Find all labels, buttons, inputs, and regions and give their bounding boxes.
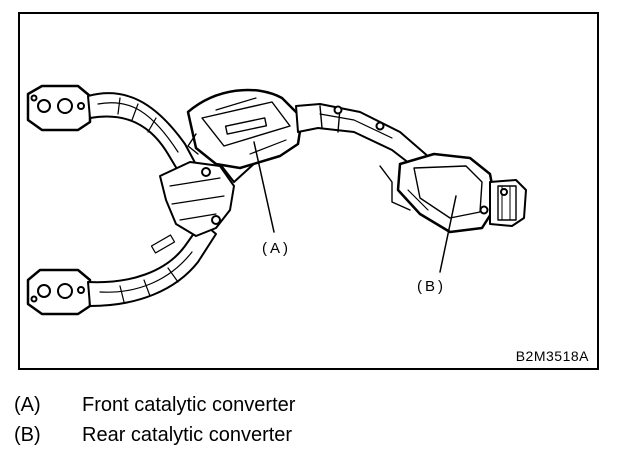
upper-exhaust-flange bbox=[26, 84, 92, 132]
callout-a-leader bbox=[253, 141, 275, 233]
lower-exhaust-flange bbox=[26, 268, 92, 316]
lower-manifold-pipe bbox=[87, 221, 217, 307]
rear-catalytic-converter bbox=[379, 152, 498, 234]
front-catalytic-converter bbox=[186, 88, 304, 170]
legend-key: (B) bbox=[14, 424, 41, 446]
callout-a-label: (A) bbox=[262, 240, 291, 257]
legend-item: (A) Front catalytic converter bbox=[14, 390, 295, 420]
rear-outlet-flange bbox=[479, 179, 527, 227]
exhaust-system-drawing bbox=[26, 84, 527, 316]
figure-code: B2M3518A bbox=[515, 348, 589, 364]
legend-item: (B) Rear catalytic converter bbox=[14, 420, 295, 450]
legend-text: Front catalytic converter bbox=[82, 394, 296, 416]
callout-b-leader bbox=[439, 195, 457, 273]
legend-text: Rear catalytic converter bbox=[82, 424, 293, 446]
legend-key: (A) bbox=[14, 394, 41, 416]
callout-b-label: (B) bbox=[417, 278, 446, 295]
legend: (A) Front catalytic converter (B) Rear c… bbox=[14, 390, 295, 450]
figure-frame: (A) (B) B2M3518A bbox=[18, 12, 599, 370]
